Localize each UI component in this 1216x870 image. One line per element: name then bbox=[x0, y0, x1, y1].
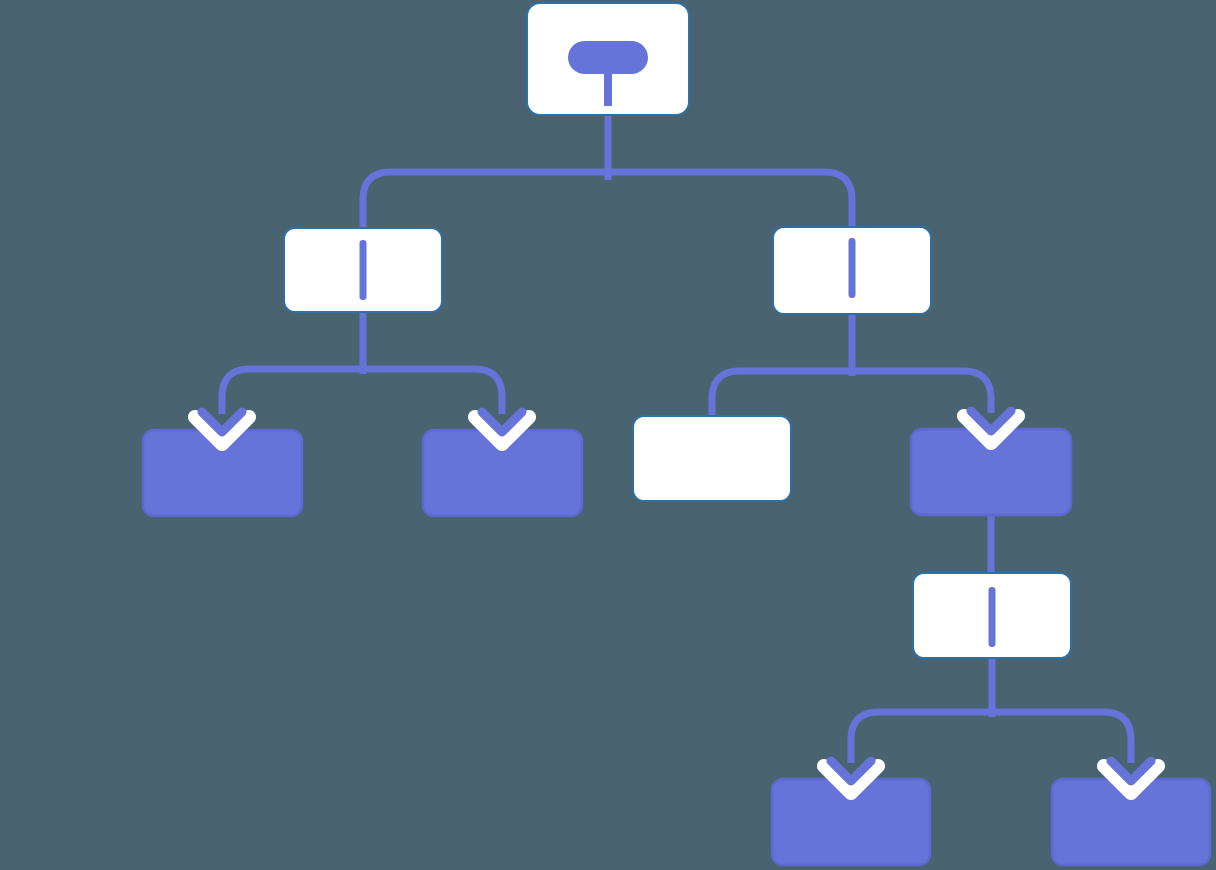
node-glyphs-layer bbox=[359, 41, 996, 647]
nodes-layer bbox=[141, 2, 1212, 867]
arrow-white-chevron-icon bbox=[1097, 759, 1165, 800]
arrow-purple-chevron-icon bbox=[966, 406, 1016, 436]
arrow-white-chevron-icon bbox=[957, 409, 1025, 450]
branch-right-bar-icon bbox=[848, 238, 856, 298]
arrow-white-chevron-icon bbox=[817, 759, 885, 800]
node-child-right-white[interactable] bbox=[632, 415, 792, 502]
arrow-purple-chevron-icon bbox=[477, 407, 527, 437]
branch-left-bar-icon bbox=[359, 240, 367, 300]
edge-right-split-rail bbox=[708, 367, 995, 417]
arrow-white-chevron-icon bbox=[188, 410, 256, 451]
root-pill-icon bbox=[568, 41, 648, 74]
arrow-purple-chevron-icon bbox=[826, 756, 876, 786]
arrow-purple-chevron-icon bbox=[197, 407, 247, 437]
root-pill-stem bbox=[604, 70, 612, 106]
edge-left-split-rail bbox=[218, 365, 506, 414]
arrowheads-layer bbox=[188, 406, 1165, 800]
branch-lower-bar-icon bbox=[988, 587, 996, 647]
arrow-white-chevron-icon bbox=[468, 410, 536, 451]
arrow-purple-chevron-icon bbox=[1106, 756, 1156, 786]
connector-lines bbox=[218, 112, 1135, 763]
edge-root-split-rail bbox=[359, 168, 856, 228]
edge-bottom-split-rail bbox=[847, 708, 1135, 763]
